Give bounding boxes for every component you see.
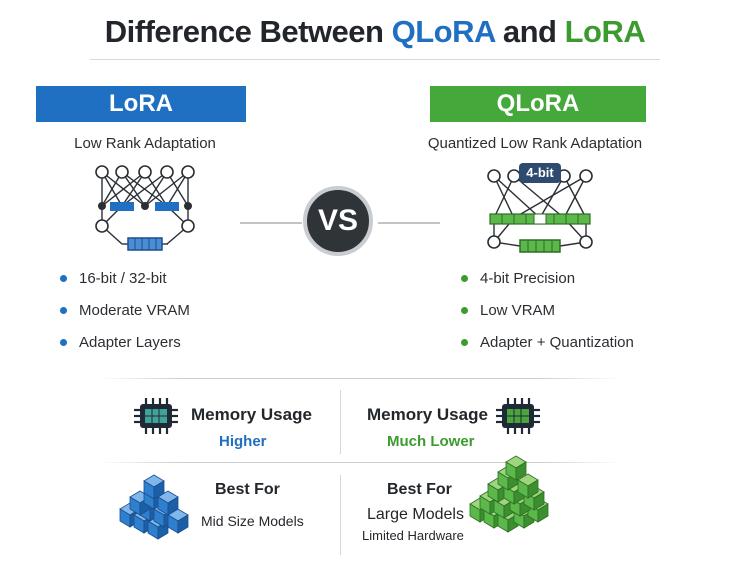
section-divider (100, 462, 620, 463)
column-divider (340, 475, 341, 555)
list-item: Moderate VRAM (60, 302, 190, 319)
lora-memory-value: Higher (219, 433, 267, 450)
column-divider (340, 390, 341, 454)
list-item: 4-bit Precision (461, 270, 575, 287)
section-divider (100, 378, 620, 379)
bullet-icon (60, 274, 67, 282)
qlora-network-icon (487, 163, 593, 253)
list-item: 16-bit / 32-bit (60, 270, 167, 287)
title-prefix: Difference Between (104, 14, 384, 49)
page-title: Difference Between QLoRA and LoRA (0, 14, 750, 50)
lora-best-for-value: Mid Size Models (201, 513, 304, 529)
cube-stack-icon (119, 474, 189, 540)
memory-chip-icon (496, 398, 540, 434)
title-divider (90, 59, 660, 60)
bullet-icon (60, 338, 67, 346)
list-item: Adapter Layers (60, 334, 181, 351)
bullet-icon (60, 306, 67, 314)
list-item: Adapter + Quantization (461, 334, 634, 351)
qlora-memory-value: Much Lower (387, 433, 475, 450)
qlora-best-for-note: Limited Hardware (362, 528, 464, 543)
cube-stack-icon (469, 455, 549, 533)
memory-chip-icon (134, 398, 178, 434)
vs-divider-lines (240, 222, 440, 224)
qlora-best-for-value: Large Models (367, 506, 464, 523)
qlora-subtitle: Quantized Low Rank Adaptation (427, 135, 643, 152)
qlora-best-for-label: Best For (387, 481, 452, 498)
lora-best-for-label: Best For (215, 481, 280, 498)
title-lora: LoRA (564, 14, 646, 49)
bullet-icon (461, 338, 468, 346)
bullet-icon (461, 306, 468, 314)
lora-banner: LoRA (36, 86, 246, 122)
lora-subtitle: Low Rank Adaptation (74, 135, 216, 152)
title-qlora: QLoRA (391, 14, 496, 49)
list-item: Low VRAM (461, 302, 555, 319)
vs-badge: VS (303, 186, 373, 256)
bit-badge: 4-bit (526, 165, 554, 180)
qlora-banner: QLoRA (430, 86, 646, 122)
lora-network-icon (95, 165, 195, 251)
lora-memory-label: Memory Usage (191, 405, 312, 424)
bullet-icon (461, 274, 468, 282)
qlora-memory-label: Memory Usage (367, 405, 488, 424)
title-and: and (502, 14, 557, 49)
